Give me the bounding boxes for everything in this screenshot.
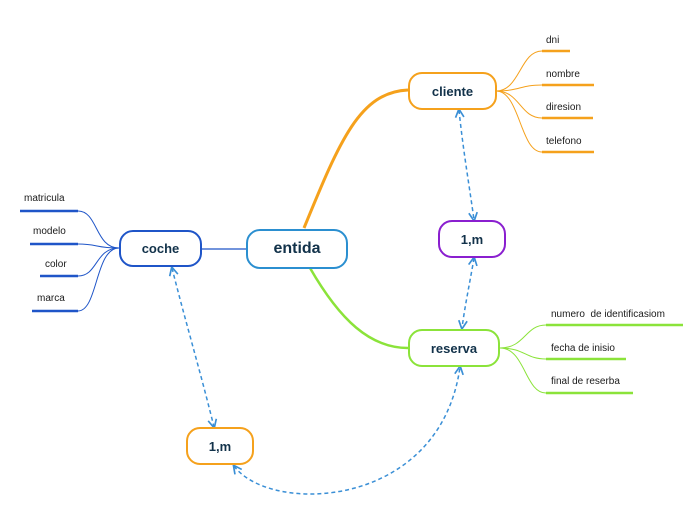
- cliente-attribute-telefono[interactable]: telefono: [546, 136, 582, 147]
- reserva-node[interactable]: reserva: [408, 329, 500, 367]
- cliente-attribute-dni[interactable]: dni: [546, 35, 560, 46]
- cliente-attribute-lines: [495, 50, 543, 153]
- reserva-attribute-fecha-inicio[interactable]: fecha de inisio: [551, 343, 615, 354]
- relation-node-coche-reserva[interactable]: 1,m: [186, 427, 254, 465]
- reserva-attribute-final[interactable]: final de reserba: [551, 376, 620, 387]
- central-topic-label: entida: [273, 240, 321, 257]
- coche-attribute-modelo[interactable]: modelo: [33, 226, 66, 237]
- reserva-label: reserva: [430, 340, 478, 356]
- branch-cliente: [302, 88, 409, 229]
- branch-reserva: [308, 267, 409, 350]
- relationship-arrows: [172, 110, 474, 495]
- coche-label: coche: [141, 241, 180, 256]
- reserva-attribute-lines: [499, 324, 547, 394]
- arrow-cliente-rel1: [459, 110, 474, 220]
- cliente-node[interactable]: cliente: [408, 72, 497, 110]
- cliente-attribute-nombre[interactable]: nombre: [546, 69, 580, 80]
- coche-attribute-lines: [77, 210, 120, 312]
- cliente-attribute-underlines: [542, 49, 594, 154]
- reserva-attribute-numero[interactable]: numero de identificasiom: [551, 309, 665, 320]
- coche-attribute-underlines: [20, 209, 78, 313]
- coche-attribute-matricula[interactable]: matricula: [24, 193, 65, 204]
- coche-node[interactable]: coche: [119, 230, 202, 267]
- relation-label: 1,m: [208, 438, 232, 454]
- cliente-label: cliente: [431, 83, 474, 99]
- cliente-attribute-diresion[interactable]: diresion: [546, 102, 582, 113]
- relation-label: 1,m: [460, 231, 484, 247]
- relation-node-cliente-reserva[interactable]: 1,m: [438, 220, 506, 258]
- coche-attribute-marca[interactable]: marca: [37, 293, 65, 304]
- coche-attribute-color[interactable]: color: [45, 259, 67, 270]
- arrow-coche-rel2: [172, 268, 214, 427]
- reserva-attribute-underlines: [546, 323, 683, 395]
- arrow-rel1-reserva: [462, 258, 474, 328]
- central-topic-node[interactable]: entida: [246, 229, 348, 269]
- arrow-rel2-reserva: [234, 367, 460, 495]
